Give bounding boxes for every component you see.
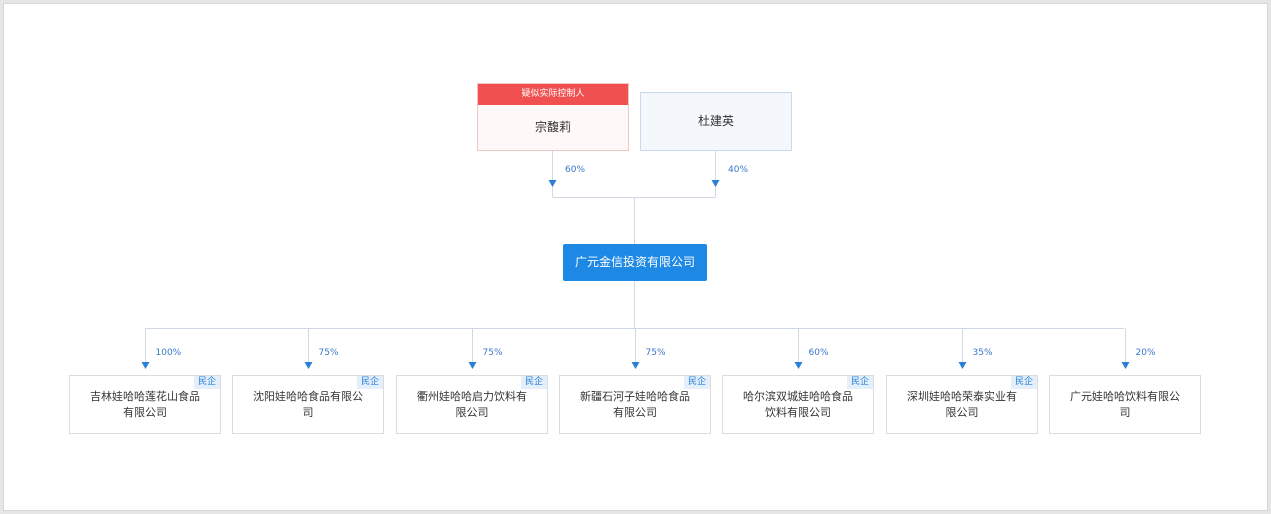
actual-controller-tag: 疑似实际控制人 xyxy=(478,84,628,105)
holder-card-dujianying[interactable]: 杜建英 xyxy=(640,92,792,151)
subsidiary-name: 沈阳娃哈哈食品有限公司 xyxy=(253,389,363,419)
subsidiary-percentage: 60% xyxy=(808,348,829,358)
subsidiary-name: 吉林娃哈哈莲花山食品有限公司 xyxy=(90,389,200,419)
subsidiary-name: 广元娃哈哈饮料有限公司 xyxy=(1070,389,1180,419)
subsidiary-name: 新疆石河子娃哈哈食品有限公司 xyxy=(580,389,690,419)
subsidiary-card[interactable]: 哈尔滨双城娃哈哈食品饮料有限公司民企 xyxy=(722,375,874,434)
subsidiary-name: 哈尔滨双城娃哈哈食品饮料有限公司 xyxy=(743,389,853,419)
ownership-type-badge: 民企 xyxy=(193,376,220,389)
ownership-type-badge: 民企 xyxy=(1010,376,1037,389)
subsidiary-percentage: 75% xyxy=(482,348,503,358)
subsidiary-card[interactable]: 沈阳娃哈哈食品有限公司民企 xyxy=(232,375,384,434)
subsidiary-card[interactable]: 新疆石河子娃哈哈食品有限公司民企 xyxy=(559,375,711,434)
holder-2-percentage: 40% xyxy=(728,165,749,175)
holder-name: 宗馥莉 xyxy=(534,120,571,134)
ownership-type-badge: 民企 xyxy=(846,376,873,389)
subsidiary-percentage: 75% xyxy=(645,348,666,358)
ownership-type-badge: 民企 xyxy=(520,376,547,389)
subsidiary-percentage: 75% xyxy=(318,348,339,358)
subsidiary-percentage: 20% xyxy=(1135,348,1156,358)
subsidiary-name: 衢州娃哈哈启力饮料有限公司 xyxy=(417,389,527,419)
subsidiary-card[interactable]: 深圳娃哈哈荣泰实业有限公司民企 xyxy=(886,375,1038,434)
subsidiary-percentage: 100% xyxy=(155,348,182,358)
subsidiary-name: 深圳娃哈哈荣泰实业有限公司 xyxy=(907,389,1017,419)
subsidiary-percentage: 35% xyxy=(972,348,993,358)
holder-name: 杜建英 xyxy=(697,114,734,128)
subsidiary-card[interactable]: 广元娃哈哈饮料有限公司 xyxy=(1049,375,1201,434)
subsidiary-card[interactable]: 吉林娃哈哈莲花山食品有限公司民企 xyxy=(69,375,221,434)
holder-1-percentage: 60% xyxy=(565,165,586,175)
ownership-type-badge: 民企 xyxy=(356,376,383,389)
company-node[interactable]: 广元金信投资有限公司 xyxy=(563,244,707,281)
holder-card-zongfuli[interactable]: 疑似实际控制人 宗馥莉 xyxy=(477,83,629,151)
ownership-type-badge: 民企 xyxy=(683,376,710,389)
subsidiary-card[interactable]: 衢州娃哈哈启力饮料有限公司民企 xyxy=(396,375,548,434)
